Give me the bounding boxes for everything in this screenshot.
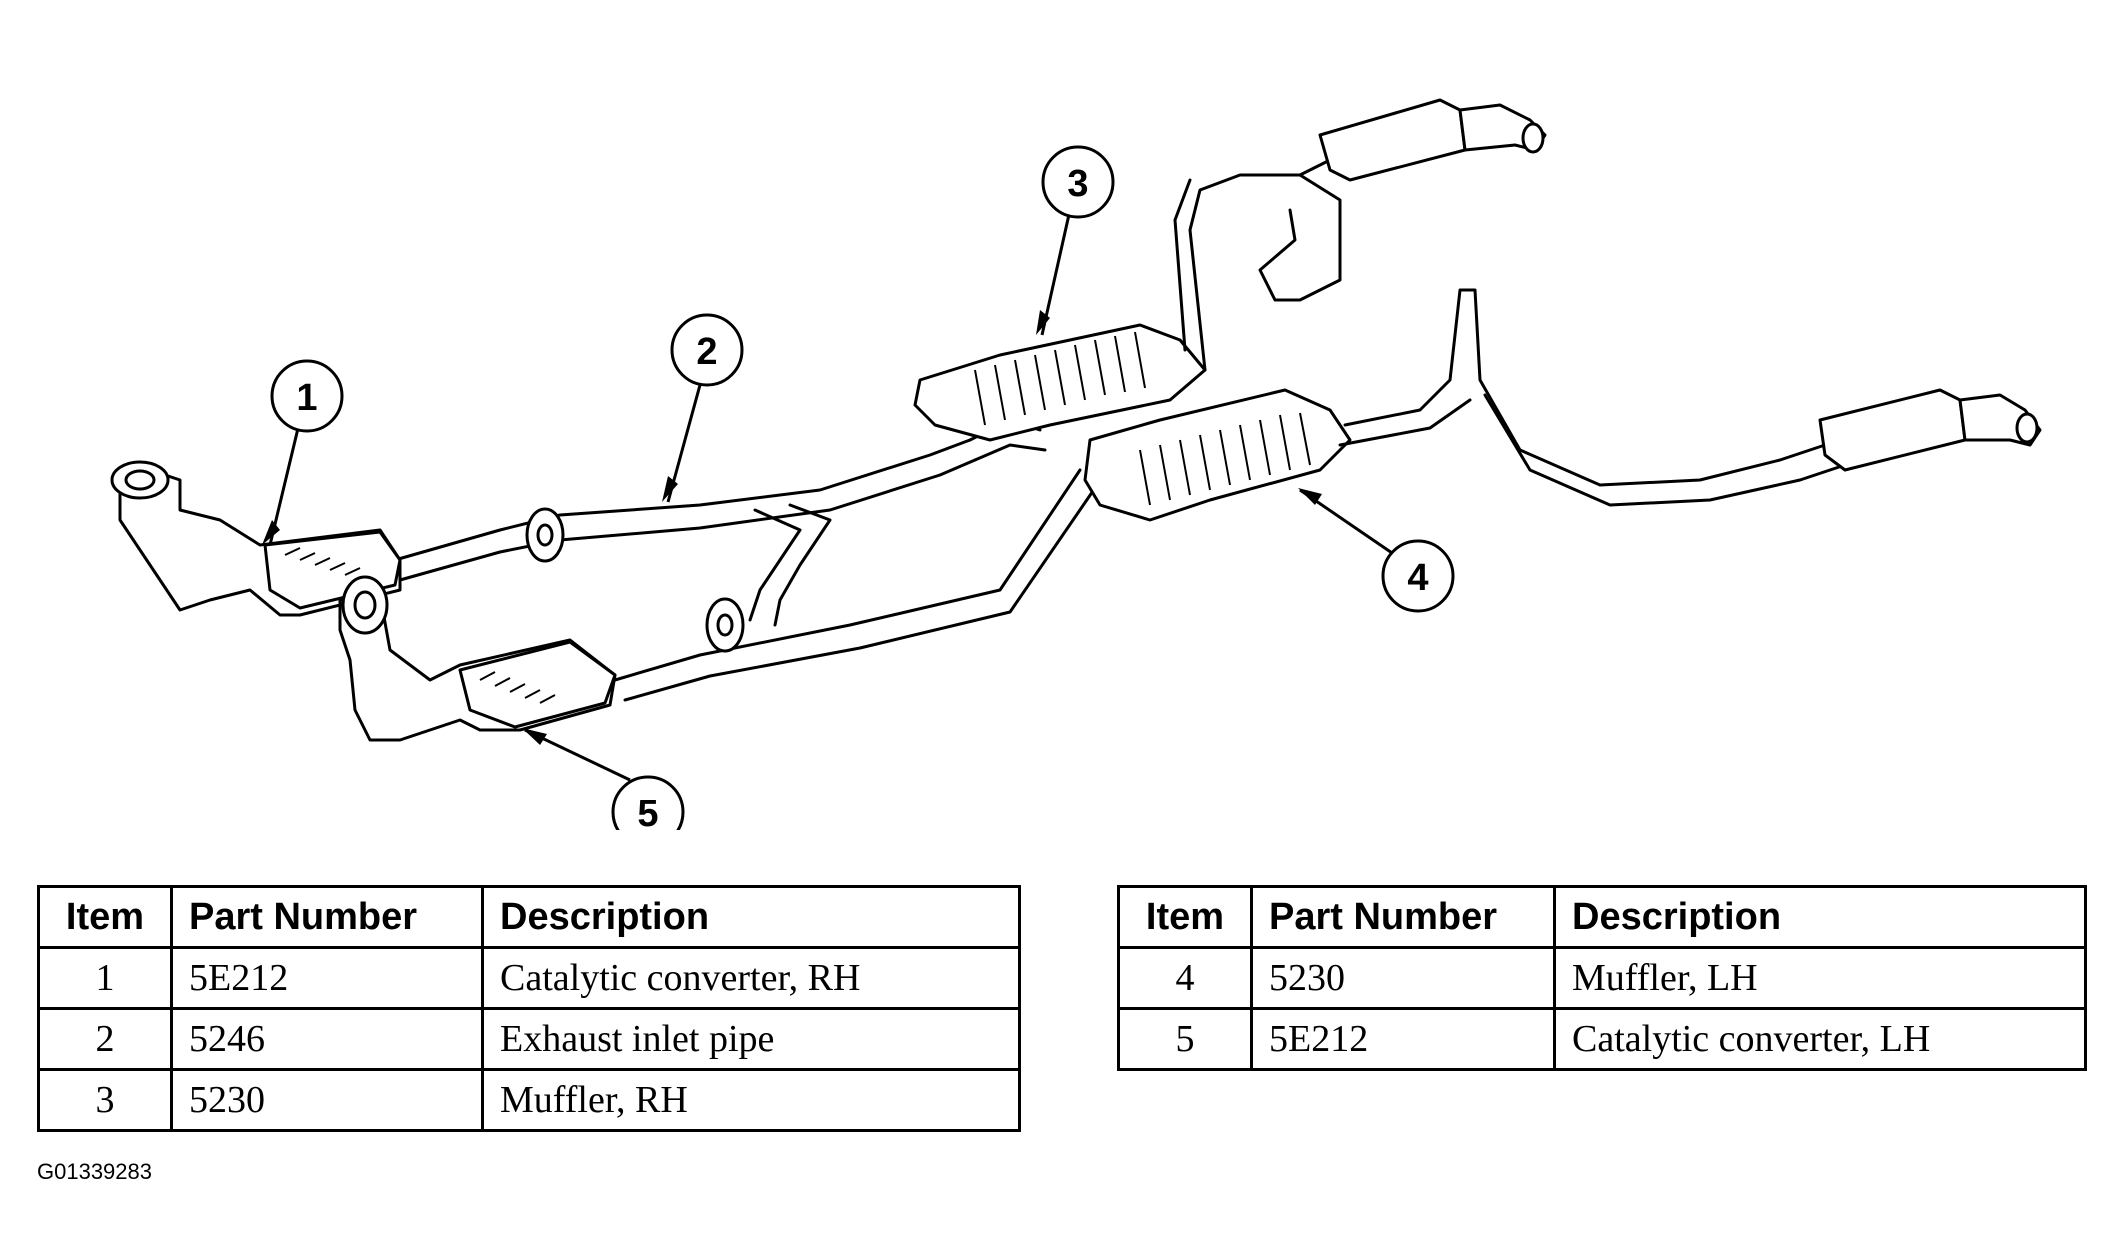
parts-table-right: Item Part Number Description 4 5230 Muff… bbox=[1117, 885, 2087, 1071]
pipe-flange bbox=[525, 507, 745, 653]
header-description: Description bbox=[1553, 885, 2087, 949]
muffler-lh bbox=[1083, 288, 2042, 522]
header-part-number: Part Number bbox=[1250, 885, 1556, 949]
cell-part-number: 5E212 bbox=[170, 946, 484, 1010]
cell-description: Muffler, LH bbox=[1553, 946, 2087, 1010]
cell-description: Catalytic converter, LH bbox=[1553, 1007, 2087, 1071]
callout-3: 3 bbox=[1041, 145, 1115, 219]
table-row: 3 5230 Muffler, RH bbox=[37, 1068, 1021, 1132]
callout-number: 4 bbox=[1407, 557, 1428, 599]
cell-item: 4 bbox=[1117, 946, 1253, 1010]
callout-5: 5 bbox=[611, 775, 685, 830]
callout-number: 2 bbox=[696, 331, 717, 373]
exhaust-inlet-pipe bbox=[393, 418, 1047, 627]
cell-item: 2 bbox=[37, 1007, 173, 1071]
callout-4: 4 bbox=[1381, 539, 1455, 613]
cell-description: Muffler, RH bbox=[481, 1068, 1021, 1132]
table-row: 5 5E212 Catalytic converter, LH bbox=[1117, 1007, 2087, 1071]
callout-number: 1 bbox=[296, 377, 317, 419]
catalytic-converter-lh bbox=[338, 575, 617, 742]
header-item: Item bbox=[1117, 885, 1253, 949]
table-row: 1 5E212 Catalytic converter, RH bbox=[37, 946, 1021, 1010]
cell-item: 5 bbox=[1117, 1007, 1253, 1071]
cell-item: 1 bbox=[37, 946, 173, 1010]
leader-lines bbox=[262, 209, 1396, 782]
callout-number: 5 bbox=[637, 793, 658, 830]
cell-description: Catalytic converter, RH bbox=[481, 946, 1021, 1010]
cell-part-number: 5230 bbox=[170, 1068, 484, 1132]
cell-item: 3 bbox=[37, 1068, 173, 1132]
lh-intermediate-pipe bbox=[613, 468, 1097, 702]
cell-part-number: 5246 bbox=[170, 1007, 484, 1071]
callout-1: 1 bbox=[270, 359, 344, 433]
header-part-number: Part Number bbox=[170, 885, 484, 949]
table-header-row: Item Part Number Description bbox=[37, 885, 1021, 949]
muffler-rh bbox=[913, 98, 1547, 442]
callout-number: 3 bbox=[1067, 163, 1088, 205]
cell-part-number: 5230 bbox=[1250, 946, 1556, 1010]
exhaust-system-diagram: 1 2 3 4 5 bbox=[110, 98, 2042, 830]
table-row: 2 5246 Exhaust inlet pipe bbox=[37, 1007, 1021, 1071]
figure-id: G01339283 bbox=[37, 1159, 152, 1184]
parts-table-left: Item Part Number Description 1 5E212 Cat… bbox=[37, 885, 1021, 1132]
header-item: Item bbox=[37, 885, 173, 949]
header-description: Description bbox=[481, 885, 1021, 949]
table-header-row: Item Part Number Description bbox=[1117, 885, 2087, 949]
cell-description: Exhaust inlet pipe bbox=[481, 1007, 1021, 1071]
cell-part-number: 5E212 bbox=[1250, 1007, 1556, 1071]
callout-2: 2 bbox=[670, 313, 744, 387]
table-row: 4 5230 Muffler, LH bbox=[1117, 946, 2087, 1010]
